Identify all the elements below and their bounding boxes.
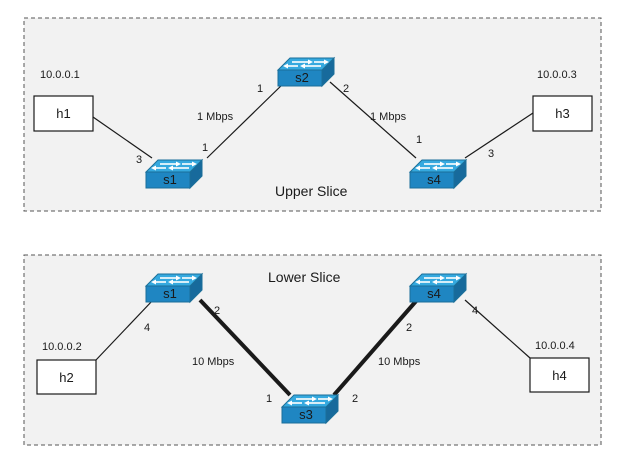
port-upper-s2-s4: 2 — [343, 83, 349, 95]
port-upper-s4-h3: 3 — [488, 148, 494, 160]
switch-s4-upper-label: s4 — [427, 172, 441, 187]
link-s1-s2-upper — [206, 81, 286, 159]
port-lower-s1-s3: 2 — [214, 305, 220, 317]
h1-ip: 10.0.0.1 — [40, 69, 80, 81]
link-s1-s3-lower — [198, 298, 292, 397]
port-lower-s3-s1: 1 — [266, 393, 272, 405]
h2-ip: 10.0.0.2 — [42, 341, 82, 353]
port-upper-s2-s1: 1 — [257, 83, 263, 95]
link-h1-s1-upper — [92, 116, 153, 159]
link-s2-s4-upper — [329, 81, 417, 159]
host-h2-label: h2 — [59, 370, 73, 385]
link-s4-h4-lower — [464, 299, 531, 359]
h4-ip: 10.0.0.4 — [535, 340, 575, 352]
host-h1-label: h1 — [56, 106, 70, 121]
bw-upper-s1-s2: 1 Mbps — [197, 111, 234, 123]
switch-s1-upper-label: s1 — [163, 172, 177, 187]
switch-s4-lower-label: s4 — [427, 286, 441, 301]
switch-s2-upper-label: s2 — [295, 70, 309, 85]
host-h3-label: h3 — [555, 106, 569, 121]
upper-slice-label: Upper Slice — [275, 183, 348, 199]
bw-upper-s2-s4: 1 Mbps — [370, 111, 407, 123]
lower-slice-label: Lower Slice — [268, 269, 341, 285]
port-lower-s1-h2: 4 — [144, 322, 150, 334]
port-upper-h1-s1: 3 — [136, 154, 142, 166]
host-h4-label: h4 — [552, 368, 566, 383]
switch-s1-lower-label: s1 — [163, 286, 177, 301]
port-upper-s4-s2: 1 — [416, 134, 422, 146]
host-h2 — [36, 359, 97, 395]
port-lower-s4-h4: 4 — [472, 305, 478, 317]
link-s4-h3-upper — [464, 112, 534, 159]
port-lower-s3-s4: 2 — [352, 393, 358, 405]
host-h4 — [529, 357, 590, 393]
bw-lower-s1-s3: 10 Mbps — [192, 356, 235, 368]
port-lower-s4-s3: 2 — [406, 322, 412, 334]
port-upper-s1-s2: 1 — [202, 142, 208, 154]
h3-ip: 10.0.0.3 — [537, 69, 577, 81]
bw-lower-s4-s3: 10 Mbps — [378, 356, 421, 368]
switch-s3-lower-label: s3 — [299, 407, 313, 422]
link-s4-s3-lower — [332, 298, 419, 397]
host-h1 — [33, 95, 94, 132]
upper-slice-frame — [23, 17, 602, 212]
link-h2-s1-lower — [95, 299, 154, 361]
host-h3 — [532, 95, 593, 132]
